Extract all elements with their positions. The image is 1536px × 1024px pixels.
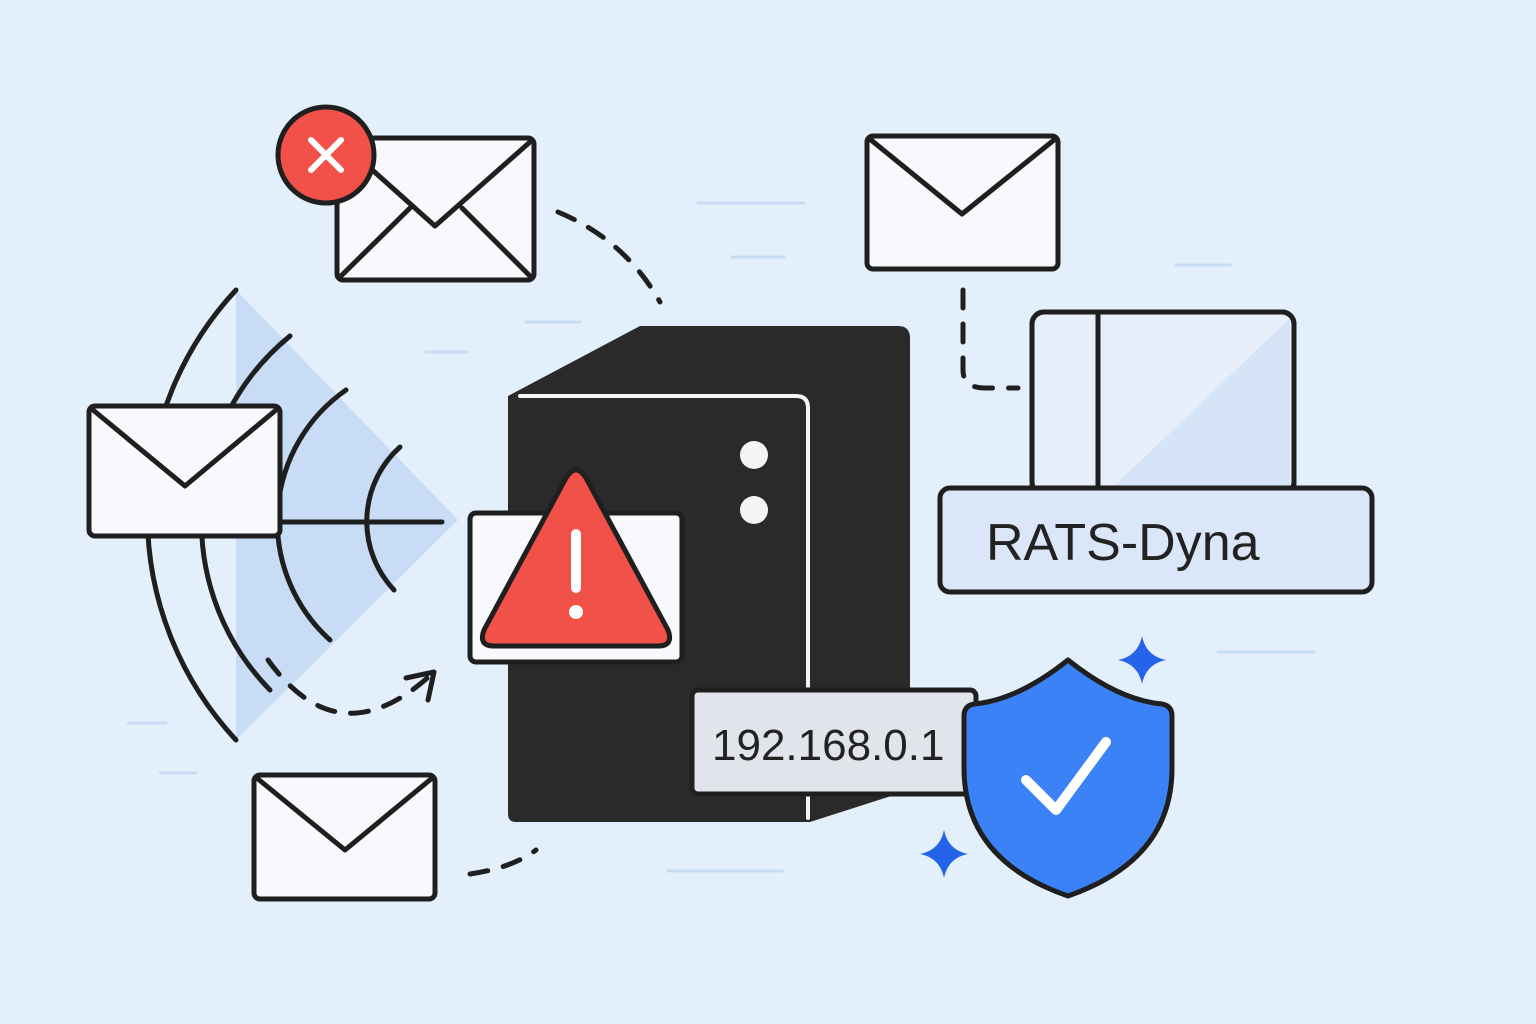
- connector-top: [555, 209, 663, 305]
- envelope-icon: [251, 772, 438, 902]
- shield-check-icon: [961, 657, 1175, 899]
- flow-connectors: [265, 209, 1021, 877]
- service-name-text: RATS-Dyna: [986, 514, 1260, 572]
- warning-triangle-icon: [479, 467, 673, 649]
- background-decoration: [126, 201, 1316, 873]
- envelope-icon: [864, 133, 1061, 272]
- connector-bottom: [467, 847, 539, 877]
- connector-right: [960, 287, 1021, 391]
- x-circle-icon: [275, 104, 377, 206]
- server-led-bottom: [740, 496, 768, 524]
- ip-address-label: 192.168.0.1: [689, 687, 979, 797]
- envelope-icon: [86, 403, 283, 539]
- monitor-icon: [1029, 309, 1297, 497]
- arrow-head: [403, 669, 437, 703]
- ip-address-text: 192.168.0.1: [712, 721, 944, 770]
- connector-left-curve: [265, 657, 437, 716]
- service-label: RATS-Dyna: [937, 485, 1375, 595]
- sparkle-icon: [1118, 636, 1166, 684]
- sparkle-icon: [920, 830, 968, 878]
- server-led-top: [740, 441, 768, 469]
